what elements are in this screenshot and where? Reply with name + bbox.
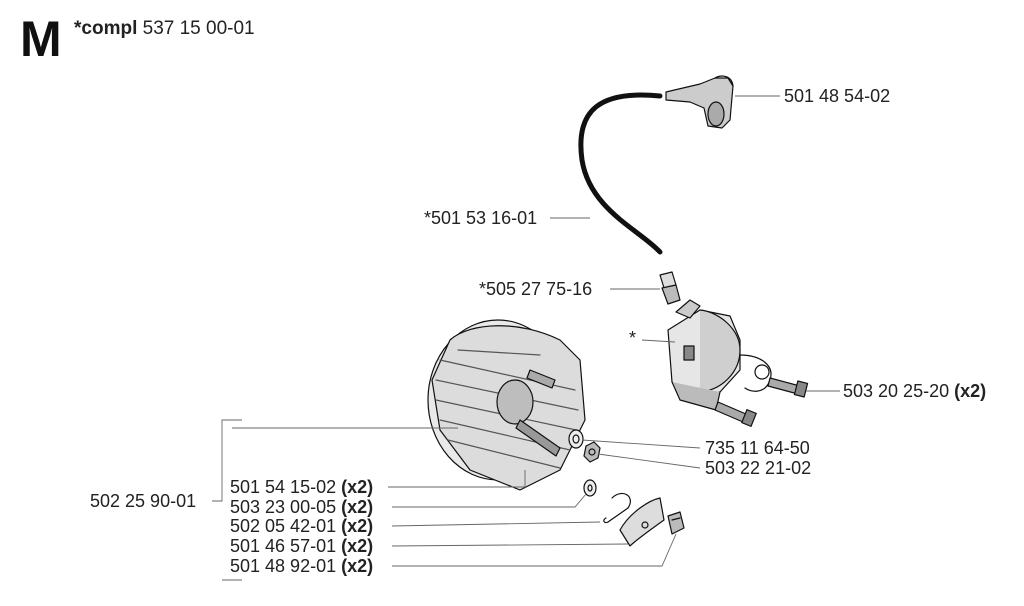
part-number: 502 25 90-01 [90,491,197,511]
part-number: 501 46 57-01 [230,536,337,556]
part-number: 501 54 15-02 [230,477,337,497]
leader-washer [581,439,701,449]
part-number: *505 27 75-16 [479,279,593,299]
quantity: (x2) [341,477,374,497]
label-lock-washer: 501 48 92-01 (x2) [230,556,373,576]
leader-flywheel [212,419,242,502]
part-number: 503 20 25-20 [843,381,950,401]
label-pawl: 501 46 57-01 (x2) [230,536,373,556]
compl-number: 537 15 00-01 [142,18,255,39]
part-number: 501 48 54-02 [784,86,891,106]
flywheel-drawing [427,319,586,491]
part-number: 735 11 64-50 [705,438,810,458]
leader-pawl-spring [391,521,601,527]
pawl-washer-drawing [583,479,597,497]
leader-pawl-washer [392,493,587,508]
label-module-screw: 503 20 25-20 (x2) [843,381,986,401]
label-pawl-spring: 502 05 42-01 (x2) [230,516,373,536]
pawl-spring-drawing [603,493,631,524]
part-number: 503 22 21-02 [705,458,812,478]
compl-prefix: *compl [74,18,138,39]
leader-lock-washer [392,533,677,567]
ignition-module-drawing [667,299,772,411]
nut-drawing [583,441,601,463]
leader-pawl [391,543,629,547]
quantity: (x2) [341,536,374,556]
section-letter: M [20,11,62,67]
washer-drawing [568,429,584,449]
label-ignition-module: * [629,328,636,348]
quantity: (x2) [341,497,374,517]
label-pawl-bolt: 501 54 15-02 (x2) [230,477,373,497]
part-number: 503 23 00-05 [230,497,337,517]
ignition-lead-drawing [578,92,663,255]
label-spring: *505 27 75-16 [479,279,592,299]
quantity: (x2) [954,381,987,401]
part-number: 501 48 92-01 [230,556,337,576]
quantity: (x2) [341,556,374,576]
part-number: 502 05 42-01 [230,516,337,536]
pawl-drawing [619,497,665,547]
assembly-number: *compl 537 15 00-01 [74,18,255,40]
leader-ignition-module [641,339,676,343]
module-screw-drawing [714,377,809,427]
leader-pawl-bolt [388,470,526,488]
spring-drawing [659,271,681,305]
part-number: *501 53 16-01 [424,208,538,228]
label-spark-plug-cap: 501 48 54-02 [784,86,890,106]
label-washer: 735 11 64-50 [705,438,810,458]
spark-plug-cap-drawing [665,75,734,129]
quantity: (x2) [341,516,374,536]
label-flywheel: 502 25 90-01 [90,491,196,511]
label-pawl-washer: 503 23 00-05 (x2) [230,497,373,517]
label-ignition-lead: *501 53 16-01 [424,208,537,228]
part-number: * [629,328,637,348]
leader-nut [597,453,701,469]
lock-washer-drawing [667,511,685,535]
label-nut: 503 22 21-02 [705,458,811,478]
